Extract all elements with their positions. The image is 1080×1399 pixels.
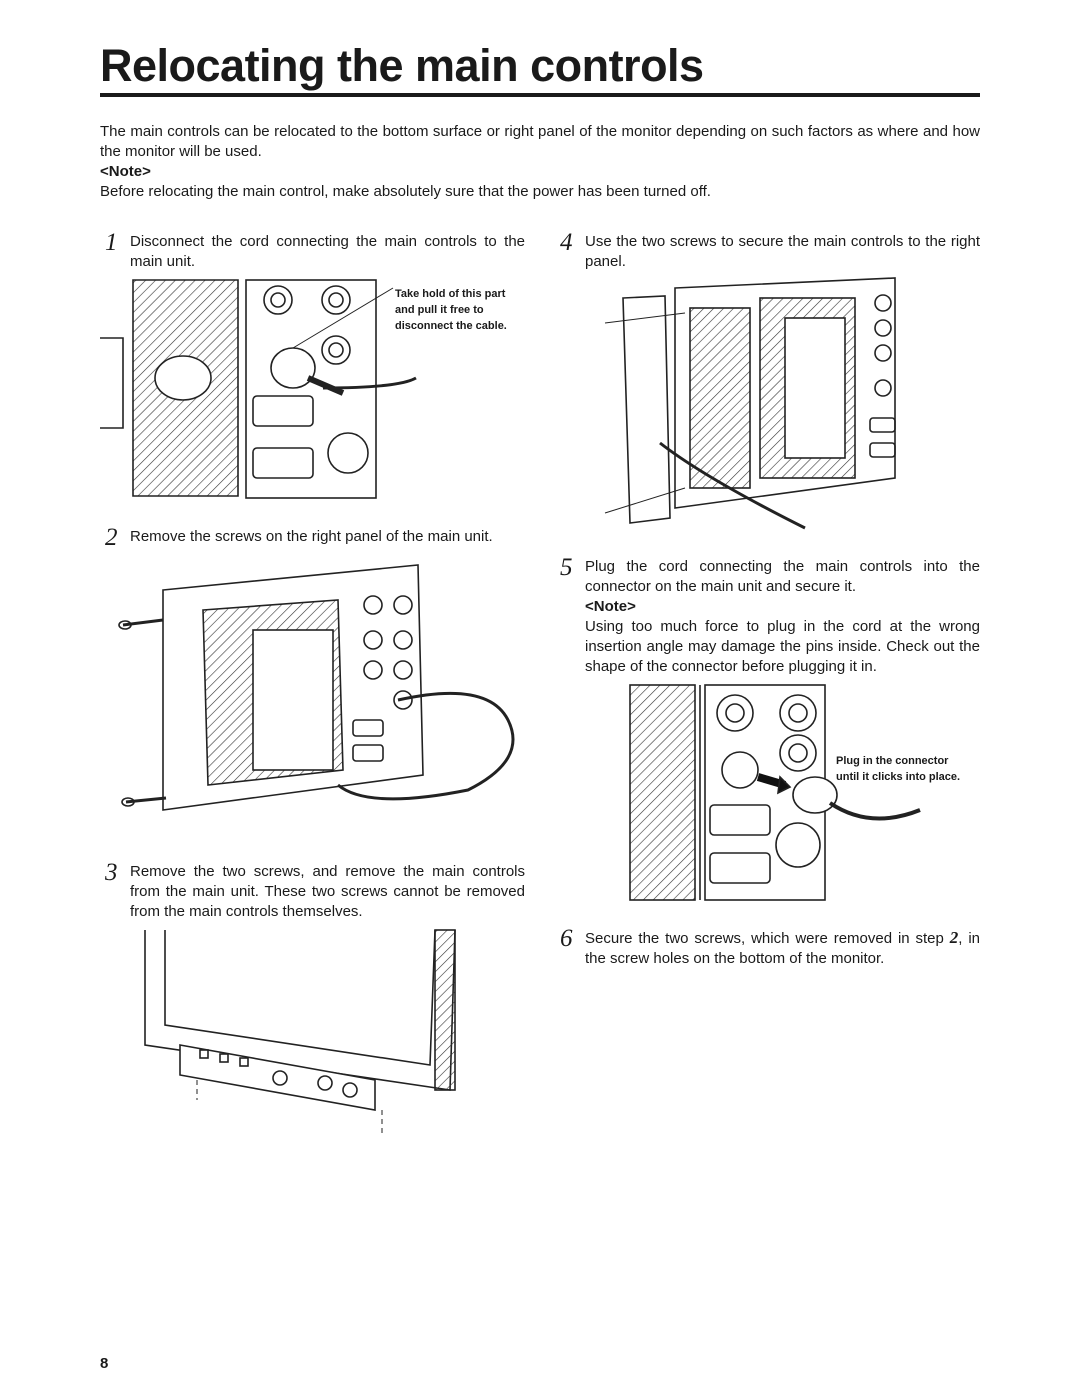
title-rule [100,93,980,97]
step-1-number: 1 [105,229,118,256]
step-6-text-part: , in the screw holes on the bottom of th… [585,930,980,967]
note-text: Before relocating the main control, make… [100,183,711,200]
callout-line: and pull it free to [395,304,484,316]
page-number: 8 [100,1355,109,1372]
step-6-text: Secure the two screws, which were remove… [585,928,980,969]
step-2-text: Remove the screws on the right panel of … [130,528,493,545]
step-4-text: Use the two screws to secure the main co… [585,233,980,270]
step-5-text: Plug the cord connecting the main contro… [585,558,980,595]
callout-line: Plug in the connector [836,755,949,767]
step-ref: 2 [949,928,959,947]
step-2-number: 2 [105,524,118,551]
step-1-text: Disconnect the cord connecting the main … [130,233,525,270]
intro-paragraph: The main controls can be relocated to th… [100,123,980,160]
callout-line: Take hold of this part [395,288,506,300]
step-4-illustration [604,277,896,530]
callout-line: disconnect the cable. [395,320,507,332]
step-6-number: 6 [560,925,573,952]
step-3-illustration [144,929,456,1135]
step-5-note-text: Using too much force to plug in the cord… [585,618,980,675]
step-4-number: 4 [560,229,573,256]
step-6-text-part: Secure the two screws, which were remove… [585,930,950,947]
callout-line: until it clicks into place. [836,771,961,783]
step-5-note-heading: <Note> [585,598,636,615]
step-3-text: Remove the two screws, and remove the ma… [130,863,525,920]
step-1-illustration [100,279,417,499]
note-heading: <Note> [100,163,151,180]
step-3-number: 3 [105,859,118,886]
step-5-callout: Plug in the connector until it clicks in… [836,753,986,785]
step-1-callout: Take hold of this part and pull it free … [395,286,525,334]
page-title: Relocating the main controls [100,40,704,91]
step-5-number: 5 [560,554,573,581]
step-2-illustration [118,564,515,811]
step-5-illustration [629,684,921,901]
